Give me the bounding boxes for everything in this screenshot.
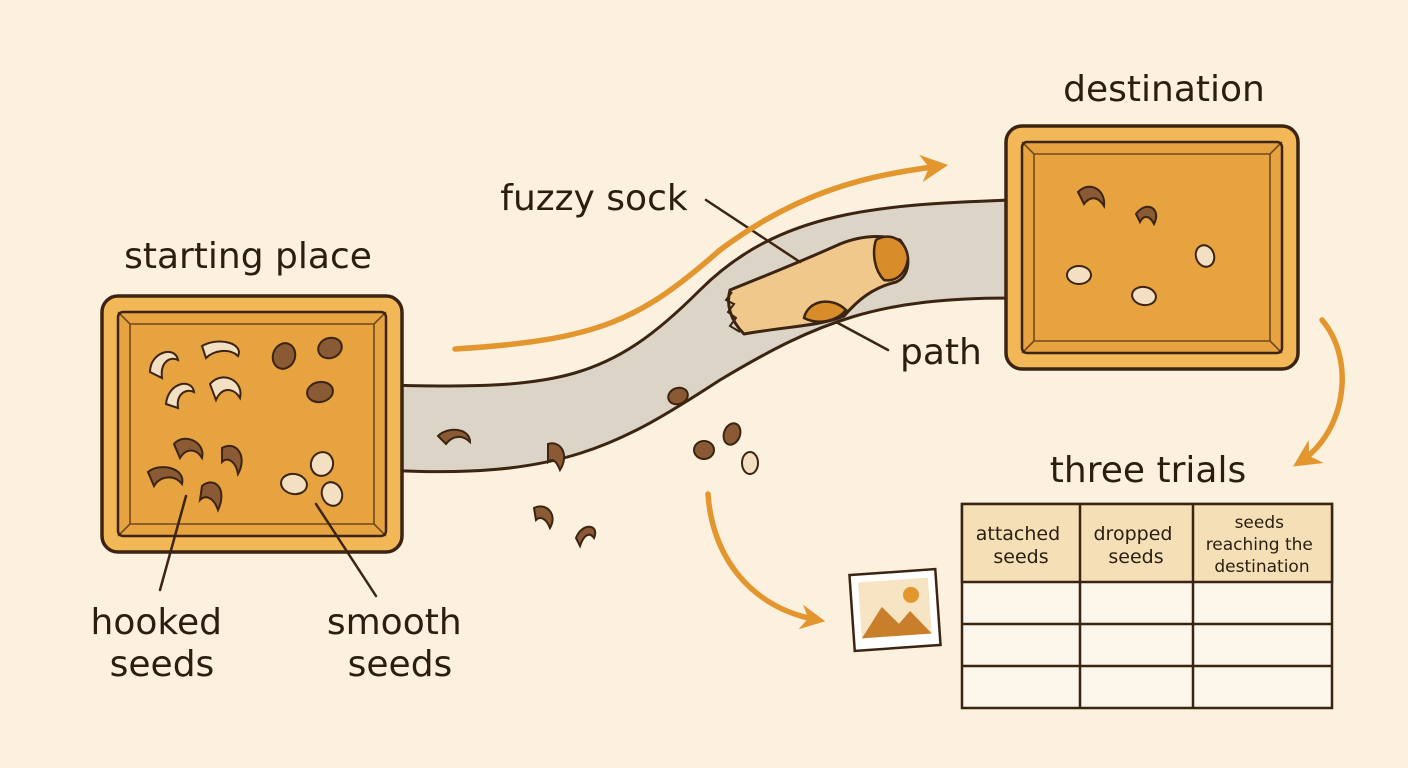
destination-seeds	[1066, 185, 1216, 307]
label-smooth-seeds: smooth seeds	[327, 602, 473, 685]
label-three-trials: three trials	[1050, 450, 1246, 491]
destination-tray	[1004, 124, 1300, 371]
smooth-seeds-dark	[271, 336, 343, 404]
header-dropped-seeds: dropped seeds	[1094, 523, 1179, 568]
image-icon	[848, 567, 942, 653]
starting-tray	[100, 294, 404, 554]
label-destination: destination	[1063, 69, 1265, 110]
label-smooth-line2: seeds	[348, 644, 453, 685]
label-path: path	[900, 332, 982, 373]
label-fuzzy-sock: fuzzy sock	[500, 178, 688, 219]
hooked-seeds-light	[148, 340, 242, 410]
fuzzy-sock	[724, 235, 910, 336]
hooked-seeds-dark	[146, 437, 243, 513]
header-reaching-line1: seeds	[1235, 513, 1285, 533]
label-hooked-seeds: hooked seeds	[91, 602, 234, 685]
header-reaching-line2: reaching the	[1206, 535, 1313, 555]
leader-lines	[158, 198, 890, 598]
header-attached-line1: attached	[976, 523, 1060, 545]
label-hooked-line1: hooked	[91, 602, 222, 643]
header-attached-line2: seeds	[993, 546, 1048, 568]
flow-arrows	[452, 154, 1345, 630]
header-seeds-reaching: seeds reaching the destination	[1206, 513, 1319, 577]
header-attached-seeds: attached seeds	[976, 523, 1066, 568]
label-starting-place: starting place	[124, 236, 372, 277]
header-reaching-line3: destination	[1214, 557, 1309, 577]
label-hooked-line2: seeds	[110, 644, 215, 685]
label-smooth-line1: smooth	[327, 602, 462, 643]
trials-table	[960, 502, 1334, 710]
smooth-seeds-light	[280, 451, 344, 507]
header-dropped-line2: seeds	[1108, 546, 1163, 568]
header-dropped-line1: dropped	[1094, 523, 1173, 545]
dropped-seeds	[436, 386, 759, 549]
